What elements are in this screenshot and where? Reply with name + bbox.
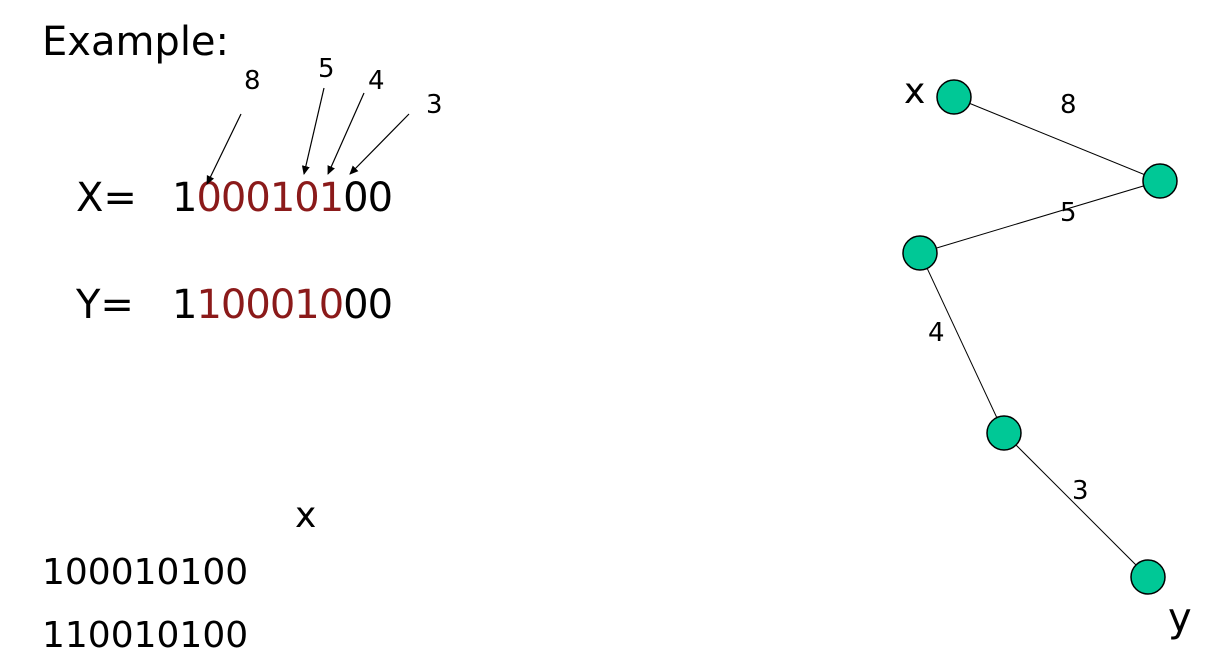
graph-end-label: y: [1168, 595, 1192, 641]
bottom-line-1: 100010100: [42, 552, 249, 593]
x-bit-digit: 0: [343, 175, 368, 221]
y-bit-digit: 0: [220, 282, 246, 328]
x-bit-digit: 0: [220, 175, 246, 221]
graph-edge-label-4: 4: [928, 318, 945, 348]
x-bit-string: 100010100: [172, 175, 393, 221]
arrow-label-5: 5: [318, 54, 335, 84]
y-bit-digit: 0: [269, 282, 295, 328]
y-bit-digit: 0: [343, 282, 368, 328]
graph-edge-3: [1003, 432, 1149, 578]
x-bit-digit: 0: [245, 175, 270, 221]
x-bit-digit: 0: [294, 175, 319, 221]
graph-edge-label-5: 5: [1060, 198, 1077, 228]
y-bit-digit: 0: [318, 282, 344, 328]
y-row-label: Y=: [76, 282, 134, 328]
graph-node-y: [1130, 559, 1166, 595]
arrow-4: [327, 92, 365, 175]
arrow-3: [349, 113, 410, 175]
bottom-line-2: 110010100: [42, 615, 249, 656]
arrow-5: [301, 87, 325, 175]
arrow-8: [206, 113, 242, 185]
graph-edge-5: [919, 180, 1161, 254]
y-bit-digit: 0: [367, 282, 393, 328]
x-bit-digit: 0: [367, 175, 393, 221]
arrow-label-3: 3: [426, 90, 443, 120]
x-bit-digit: 1: [318, 175, 344, 221]
y-bit-string: 110001000: [172, 282, 393, 328]
graph-node-3: [902, 235, 938, 271]
x-bit-digit: 1: [172, 175, 197, 221]
x-row-label: X=: [76, 175, 137, 221]
y-bit-digit: 0: [245, 282, 270, 328]
y-bit-digit: 1: [294, 282, 319, 328]
y-bit-digit: 1: [196, 282, 221, 328]
x-bit-digit: 1: [269, 175, 295, 221]
graph-edge-4: [919, 252, 1005, 434]
arrow-label-8: 8: [244, 66, 261, 96]
graph-node-4: [986, 415, 1022, 451]
bottom-x-label: x: [295, 495, 317, 536]
arrow-label-4: 4: [368, 66, 385, 96]
graph-edge-label-3: 3: [1072, 476, 1089, 506]
y-bit-digit: 1: [172, 282, 197, 328]
graph-node-x: [936, 79, 972, 115]
graph-edge-label-8: 8: [1060, 90, 1077, 120]
graph-start-label: x: [904, 71, 926, 112]
graph-edge-8: [953, 96, 1161, 182]
slide-title: Example:: [42, 19, 230, 65]
graph-node-2: [1142, 163, 1178, 199]
